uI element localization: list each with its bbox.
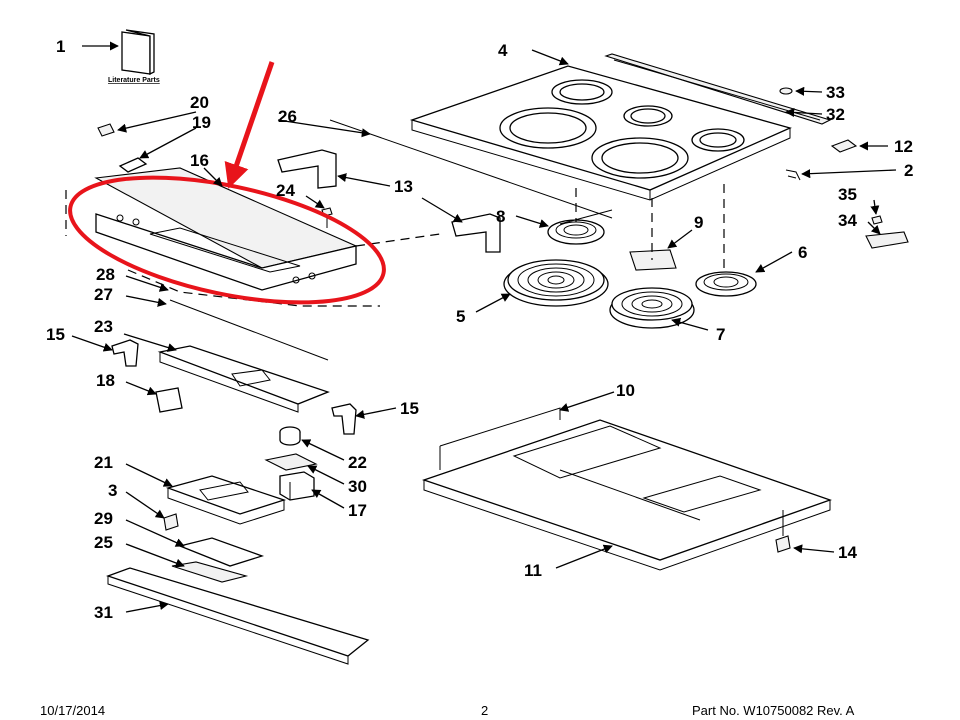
bracket-13 <box>277 149 501 253</box>
assembly-line <box>127 269 380 307</box>
callout-11: 11 <box>524 561 542 580</box>
footer-date: 10/17/2014 <box>40 703 106 718</box>
footer-part-number: Part No. W10750082 Rev. A <box>692 703 855 718</box>
callout-16: 16 <box>190 151 209 170</box>
screw-3 <box>163 513 179 531</box>
callout-27: 27 <box>94 285 113 304</box>
callout-24: 24 <box>276 181 295 200</box>
clip-9 <box>629 249 677 271</box>
rod-26 <box>329 119 613 219</box>
literature-label: Literature Parts <box>108 77 160 84</box>
knob-19 <box>118 157 148 173</box>
callout-29: 29 <box>94 509 113 528</box>
callout-12: 12 <box>894 137 913 156</box>
screw-14 <box>775 510 791 553</box>
literature-parts-icon: Literature Parts <box>108 29 160 84</box>
connector-12 <box>830 139 858 153</box>
side-bracket-15 <box>331 403 357 435</box>
callout-26: 26 <box>278 107 297 126</box>
terminal-2 <box>785 169 801 181</box>
callout-8: 8 <box>496 207 505 226</box>
callout-13: 13 <box>394 177 413 196</box>
board-29 <box>177 537 265 567</box>
callout-28: 28 <box>96 265 115 284</box>
leader-lines <box>71 41 897 613</box>
coil-element-5 <box>503 259 609 307</box>
relay-18 <box>155 387 183 413</box>
callout-10: 10 <box>616 381 635 400</box>
callout-19: 19 <box>192 113 211 132</box>
trim-31 <box>106 567 370 665</box>
callout-30: 30 <box>348 477 367 496</box>
footer-page-number: 2 <box>481 703 489 718</box>
callout-22: 22 <box>348 453 367 472</box>
element-wire <box>559 209 613 225</box>
knob-22 <box>279 426 301 446</box>
cooktop-glass <box>409 65 792 201</box>
callout-33: 33 <box>826 83 845 102</box>
callout-23: 23 <box>94 317 113 336</box>
bracket-25 <box>171 561 249 583</box>
control-bracket-23 <box>157 345 330 413</box>
callout-31: 31 <box>94 603 113 622</box>
grommet <box>779 87 793 95</box>
callout-18: 18 <box>96 371 115 390</box>
callout-9: 9 <box>694 213 703 232</box>
callout-32: 32 <box>826 105 845 124</box>
callout-numbers: 1 2 3 4 5 6 7 8 9 10 11 12 13 14 15 15 1… <box>46 37 913 622</box>
element-8 <box>547 219 605 245</box>
highlight-arrow <box>224 61 275 189</box>
switch-17 <box>279 471 315 501</box>
callout-15-left: 15 <box>46 325 65 344</box>
callout-1: 1 <box>56 37 65 56</box>
callout-7: 7 <box>716 325 725 344</box>
callout-2: 2 <box>904 161 913 180</box>
callout-5: 5 <box>456 307 465 326</box>
chassis-10 <box>421 407 832 571</box>
screw-20 <box>97 123 115 137</box>
callout-25: 25 <box>94 533 113 552</box>
callout-35: 35 <box>838 185 857 204</box>
callout-3: 3 <box>108 481 117 500</box>
callout-4: 4 <box>498 41 508 60</box>
callout-14: 14 <box>838 543 857 562</box>
callout-6: 6 <box>798 243 807 262</box>
callout-17: 17 <box>348 501 367 520</box>
screw-35 <box>871 215 883 225</box>
rail-27 <box>169 299 329 361</box>
bracket-34 <box>865 231 909 249</box>
callout-15-right: 15 <box>400 399 419 418</box>
callout-21: 21 <box>94 453 113 472</box>
side-bracket-15 <box>111 339 139 367</box>
callout-34: 34 <box>838 211 857 230</box>
callout-20: 20 <box>190 93 209 112</box>
gasket-30 <box>264 453 318 471</box>
element-6 <box>695 271 757 297</box>
control-board-21 <box>165 475 287 525</box>
